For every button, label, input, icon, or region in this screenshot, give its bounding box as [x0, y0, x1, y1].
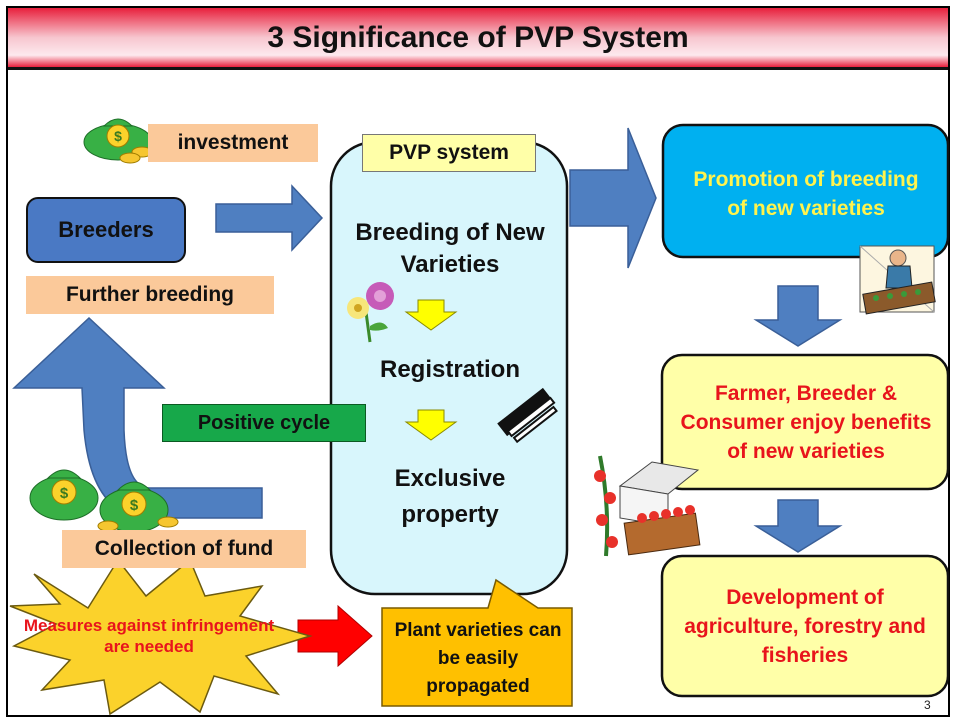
- step-registration: Registration: [379, 356, 520, 383]
- page-title: 3 Significance of PVP System: [267, 20, 689, 54]
- flower-icon: [347, 282, 394, 343]
- step-breeding: Breeding of New Varieties: [355, 219, 545, 278]
- money-bag-icon: $: [83, 118, 153, 164]
- development-text: Development of agriculture, forestry and…: [684, 585, 926, 667]
- callout-shape: [381, 578, 573, 707]
- farmer-icon: [859, 245, 936, 315]
- step-arrow-2: [404, 409, 458, 441]
- positive-cycle-label: Positive cycle: [162, 404, 366, 442]
- step-exclusive-property: Exclusive property: [394, 465, 506, 528]
- benefits-box: [660, 353, 950, 491]
- money-bag-icon: $: [29, 469, 99, 521]
- greenhouse-tomato-icon: [594, 455, 701, 557]
- promotion-text: Promotion of breeding of new varieties: [693, 168, 919, 220]
- callout-text: Plant varieties can be easily propagated: [394, 620, 562, 697]
- step-arrow-1: [404, 299, 458, 331]
- explosion-star: [9, 558, 313, 716]
- svg-text:$: $: [130, 497, 139, 514]
- svg-text:$: $: [114, 128, 122, 144]
- further-breeding-label: Further breeding: [26, 276, 274, 314]
- certificate-icon: [497, 387, 558, 444]
- money-bag-icon: $: [97, 481, 179, 533]
- slide-frame: [6, 6, 950, 717]
- breeders-box: Breeders: [26, 197, 186, 263]
- arrow-down-1: [753, 285, 843, 347]
- svg-text:$: $: [60, 485, 69, 502]
- measures-text: Measures against infringement are needed: [23, 616, 275, 656]
- page-number: 3: [924, 698, 931, 712]
- collection-of-fund-label: Collection of fund: [62, 530, 306, 568]
- investment-label: investment: [148, 124, 318, 162]
- pvp-system-label: PVP system: [362, 134, 536, 172]
- red-arrow: [297, 604, 373, 668]
- development-box: [660, 554, 950, 698]
- arrow-to-pvp: [215, 184, 324, 252]
- title-bar: 3 Significance of PVP System: [8, 8, 948, 70]
- benefits-text: Farmer, Breeder & Consumer enjoy benefit…: [680, 381, 932, 463]
- arrow-down-2: [753, 499, 843, 553]
- promotion-box: [661, 123, 950, 259]
- arrow-to-promotion: [569, 127, 657, 269]
